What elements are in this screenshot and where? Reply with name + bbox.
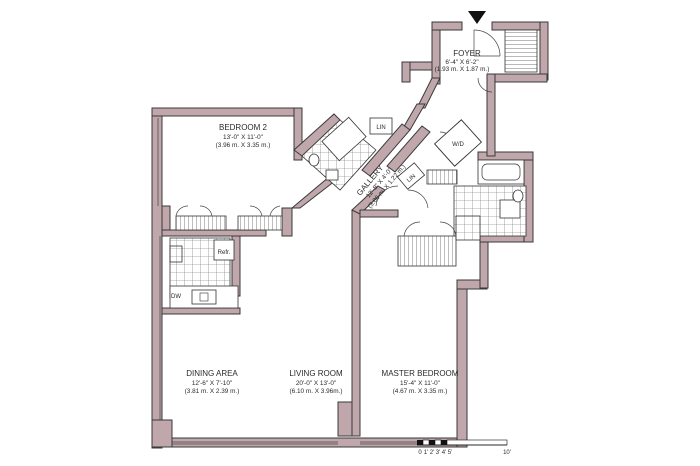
foyer-size: 6'-4" X 6'-2": [445, 59, 478, 66]
entry-arrow-icon: [468, 11, 486, 24]
scale-tick-4: 4': [442, 450, 446, 456]
refrigerator-label: Refr.: [218, 250, 231, 256]
bathrooms: [301, 116, 527, 241]
scale-tick-1: 1': [424, 450, 428, 456]
master-metric: (4.67 m. X 3.35 m.): [393, 388, 448, 395]
windows: [157, 118, 457, 445]
scale-tick-end: 10': [503, 450, 511, 456]
foyer-name: FOYER: [453, 49, 481, 58]
scale-tick-5: 5': [448, 450, 452, 456]
room-label-dining: DINING AREA 12'-6" X 7'-10" (3.81 m. X 2…: [185, 369, 240, 395]
foyer-metric: (1.93 m. X 1.87 m.): [435, 66, 490, 73]
living-size: 20'-0" X 13'-0": [296, 380, 336, 387]
room-label-bedroom2: BEDROOM 2 13'-0" X 11'-0" (3.96 m. X 3.3…: [216, 123, 271, 149]
bedroom2-metric: (3.96 m. X 3.35 m.): [216, 142, 271, 149]
scale-tick-0: 0: [418, 450, 422, 456]
dining-size: 12'-6" X 7'-10": [192, 380, 232, 387]
linen-label-2: LIN: [406, 173, 417, 184]
room-label-master: MASTER BEDROOM 15'-4" X 11'-0" (4.67 m. …: [382, 369, 459, 395]
scale-bar: 0 1' 2' 3' 4' 5' 10': [417, 439, 511, 456]
master-size: 15'-4" X 11'-0": [400, 380, 440, 387]
washer-dryer: [433, 119, 483, 167]
scale-tick-3: 3': [436, 450, 440, 456]
room-label-foyer: FOYER 6'-4" X 6'-2" (1.93 m. X 1.87 m.): [435, 49, 490, 73]
scale-tick-2: 2': [430, 450, 434, 456]
kitchen: [169, 237, 239, 309]
closets: [175, 29, 538, 267]
dining-metric: (3.81 m. X 2.39 m.): [185, 388, 240, 395]
linen-label-1: LIN: [376, 125, 385, 131]
room-label-living: LIVING ROOM 20'-0" X 13'-0" (6.10 m. X 3…: [289, 369, 343, 395]
living-metric: (6.10 m. X 3.96m.): [290, 388, 343, 395]
bedroom2-size: 13'-0" X 11'-0": [223, 134, 263, 141]
linen-closets: [369, 117, 426, 190]
washer-dryer-label: W/D: [452, 142, 464, 148]
living-name: LIVING ROOM: [289, 369, 343, 378]
dishwasher-label: DW: [171, 294, 181, 300]
bedroom2-name: BEDROOM 2: [219, 123, 268, 132]
doors: [175, 29, 501, 237]
master-name: MASTER BEDROOM: [382, 369, 459, 378]
dining-name: DINING AREA: [186, 369, 238, 378]
